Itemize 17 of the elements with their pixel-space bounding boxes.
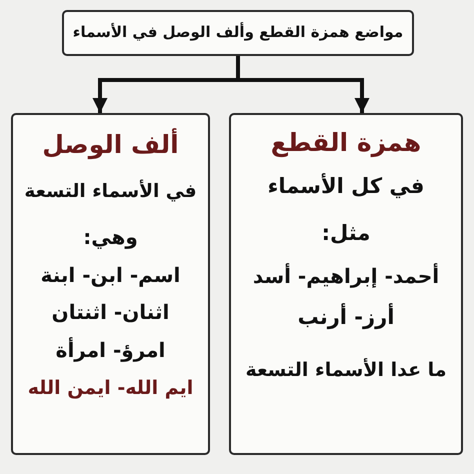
body-text: اسم- ابن- ابنة — [40, 262, 180, 288]
title-box — [62, 10, 414, 56]
body-text: في الأسماء التسعة — [24, 180, 197, 204]
body-text: في كل الأسماء — [268, 173, 424, 200]
body-text: أحمد- إبراهيم- أسد — [252, 263, 440, 289]
body-text: وهي: — [83, 224, 138, 250]
title-text: مواضع همزة القطع وألف الوصل في الأسماء — [72, 23, 404, 43]
category-box — [11, 113, 210, 455]
heading-text: همزة القطع — [270, 126, 422, 160]
body-text: ايم الله- ايمن الله — [28, 376, 194, 400]
heading-text: ألف الوصل — [42, 128, 179, 162]
category-box — [229, 113, 463, 455]
body-text: امرؤ- امرأة — [56, 337, 166, 363]
body-text: أرز- أرنب — [298, 304, 394, 332]
body-text: اثنان- اثنتان — [52, 299, 170, 325]
body-text: ما عدا الأسماء التسعة — [245, 358, 447, 382]
body-text: مثل: — [322, 220, 370, 248]
